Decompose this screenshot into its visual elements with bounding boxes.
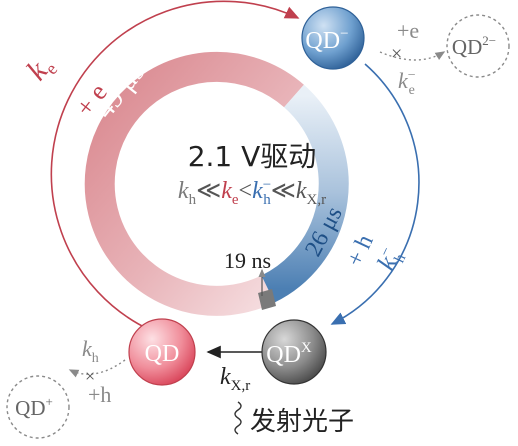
rel-lt: < xyxy=(239,178,253,204)
rate-relation: kh≪ke<k−h≪kX,r xyxy=(178,177,326,208)
rel-ke: k xyxy=(221,178,232,204)
label-plus-h-bottom: +h xyxy=(88,382,111,407)
qd-base: QD xyxy=(145,341,180,367)
rel-ke-sub: e xyxy=(232,192,239,208)
label-kxr-bottom: kX,r xyxy=(220,364,250,394)
qdx-sup: X xyxy=(301,340,312,356)
label-emit-photon: 发射光子 xyxy=(250,407,354,437)
state-qd-plus: QD+ xyxy=(6,375,70,439)
state-qd: QD xyxy=(128,318,196,386)
rel-khm: k xyxy=(252,178,263,204)
rel-ll1: ≪ xyxy=(196,178,221,204)
label-plus-e-right: +e xyxy=(397,18,419,43)
label-plus-h-right: + h xyxy=(342,231,379,271)
ring-arc-blue xyxy=(261,84,349,303)
qdminus-base: QD xyxy=(305,28,340,54)
svg-text:QD2−: QD2− xyxy=(452,33,496,59)
svg-text:QD+: QD+ xyxy=(15,394,53,420)
qdplus-base: QD xyxy=(15,396,45,420)
arrow-qd-to-qdminus xyxy=(50,0,300,331)
rel-khm-sup: − xyxy=(263,177,271,193)
state-qd-2minus: QD2− xyxy=(446,14,510,78)
state-qd-minus: QD− xyxy=(301,6,365,70)
qdplus-sup: + xyxy=(46,394,53,409)
svg-text:QDX: QDX xyxy=(266,340,312,368)
rel-kh-sub: h xyxy=(189,192,197,208)
cross-bottom: × xyxy=(85,366,95,386)
rel-kxr: k xyxy=(296,178,307,204)
ring-arc-red xyxy=(84,51,304,316)
rel-kxr-sub: X,r xyxy=(306,192,326,208)
arrow-qd-to-qdplus xyxy=(68,359,126,378)
arrow-qdminus-to-qd2minus xyxy=(379,51,446,61)
svg-text:QD−: QD− xyxy=(305,26,348,54)
rel-ll2: ≪ xyxy=(271,178,296,204)
qd2minus-base: QD xyxy=(452,35,482,59)
photon-squiggle-icon xyxy=(234,401,242,435)
label-ke-minus: k−e xyxy=(398,68,416,98)
qd2minus-sup: 2− xyxy=(482,33,496,48)
time-19ns: 19 ns xyxy=(224,248,271,273)
label-ke-left: ke xyxy=(20,49,61,88)
arrow-qdminus-to-qdx xyxy=(330,63,420,325)
qdminus-sup: − xyxy=(340,26,348,42)
cross-top: × xyxy=(391,43,402,65)
rel-khm-sub: h xyxy=(263,192,271,208)
center-title: 2.1 V驱动 xyxy=(188,140,317,173)
label-kh-bottom: kh xyxy=(82,336,99,366)
rel-kh: k xyxy=(178,178,189,204)
state-qd-x: QDX xyxy=(261,319,327,385)
qdx-base: QD xyxy=(266,342,301,368)
